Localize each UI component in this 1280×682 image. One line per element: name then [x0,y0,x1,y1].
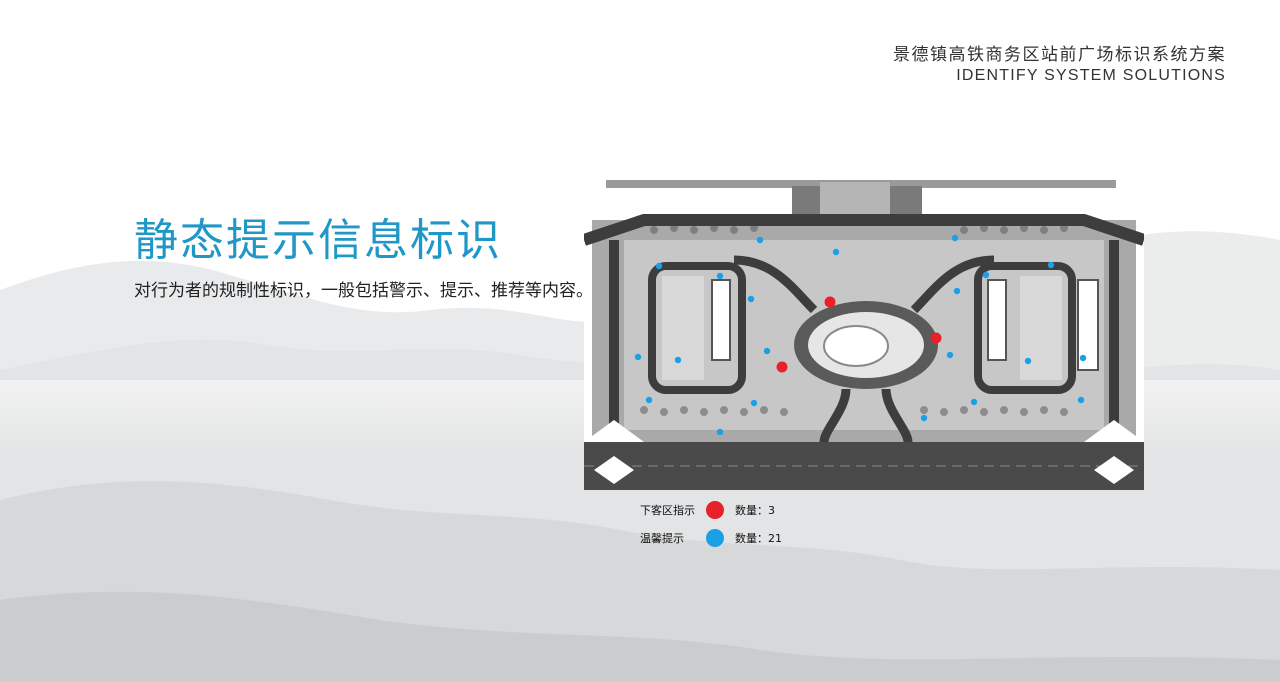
site-plan-map [584,180,1144,490]
red-dot-icon [706,501,724,519]
blue-marker [645,396,653,404]
blue-marker [747,295,755,303]
blue-marker [970,398,978,406]
legend-label: 温馨提示 [640,532,684,545]
west-ramp [733,255,818,314]
map-legend: 下客区指示 数量：3 温馨提示 数量：21 [640,496,782,552]
blue-marker [1024,357,1032,365]
legend-label: 下客区指示 [640,504,695,517]
east-ramp [910,255,995,314]
blue-marker [982,271,990,279]
blue-marker [716,272,724,280]
page-title: 静态提示信息标识 [134,215,502,266]
blue-marker [1077,396,1085,404]
legend-count: 数量：3 [735,504,775,517]
blue-marker [756,236,764,244]
blue-dot-icon [706,529,724,547]
blue-marker [716,428,724,436]
red-marker [930,332,942,344]
header-title-zh: 景德镇高铁商务区站前广场标识系统方案 [893,45,1226,65]
tree-texture [640,224,1068,416]
page-description: 对行为者的规制性标识，一般包括警示、提示、推荐等内容。 [134,281,593,301]
red-marker [824,296,836,308]
west-parking-loop [648,262,746,394]
legend-count: 数量：21 [735,532,782,545]
blue-marker [655,262,663,270]
legend-item-reminder: 温馨提示 数量：21 [640,524,782,552]
blue-marker [920,414,928,422]
blue-marker [1079,354,1087,362]
reminder-markers [634,234,1087,436]
blue-marker [1047,261,1055,269]
blue-marker [832,248,840,256]
blue-marker [946,351,954,359]
header: 景德镇高铁商务区站前广场标识系统方案 IDENTIFY SYSTEM SOLUT… [893,44,1226,86]
blue-marker [951,234,959,242]
north-road [584,214,1144,246]
blue-marker [750,399,758,407]
blue-marker [953,287,961,295]
header-title-en: IDENTIFY SYSTEM SOLUTIONS [956,67,1226,84]
blue-marker [634,353,642,361]
east-parking-loop [974,262,1076,394]
blue-marker [674,356,682,364]
dropoff-markers [776,296,942,373]
blue-marker [763,347,771,355]
legend-item-dropoff: 下客区指示 数量：3 [640,496,782,524]
red-marker [776,361,788,373]
